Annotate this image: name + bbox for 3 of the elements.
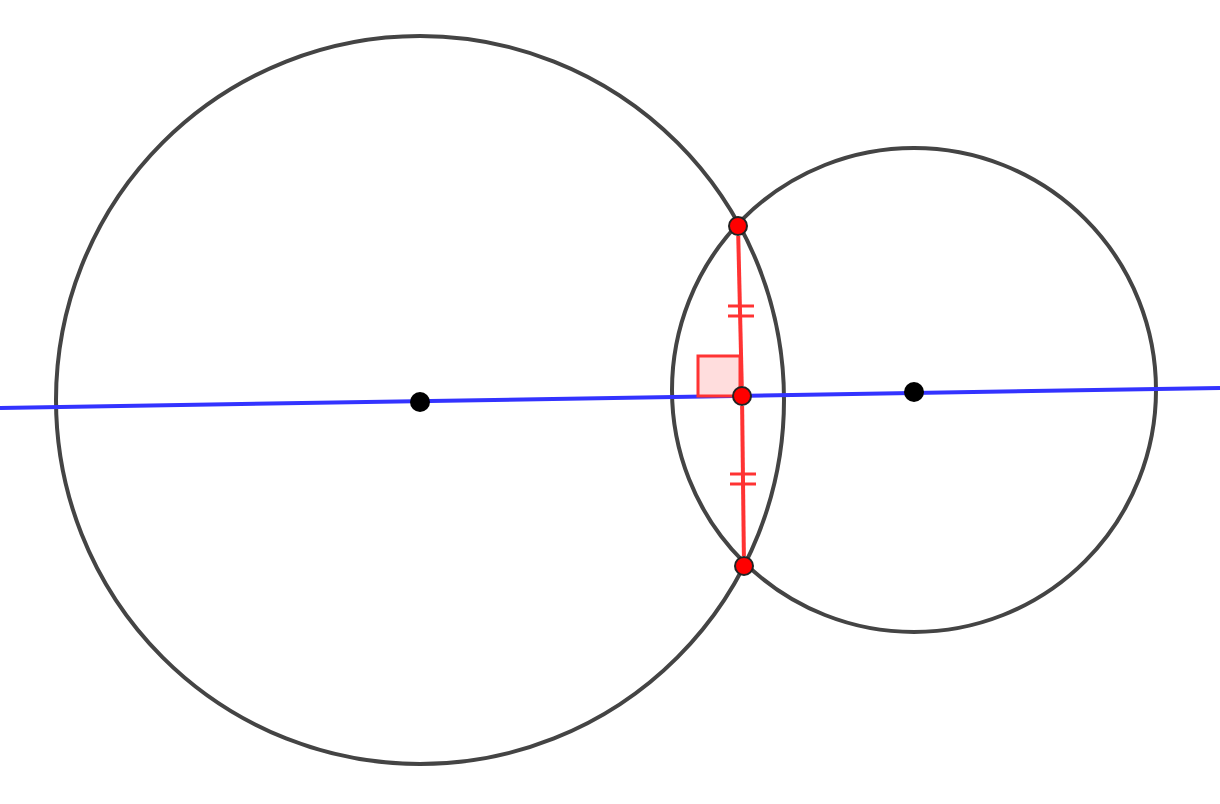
intersection-point bbox=[732, 386, 752, 406]
intersection-point bbox=[734, 556, 754, 576]
intersection-point bbox=[728, 216, 748, 236]
